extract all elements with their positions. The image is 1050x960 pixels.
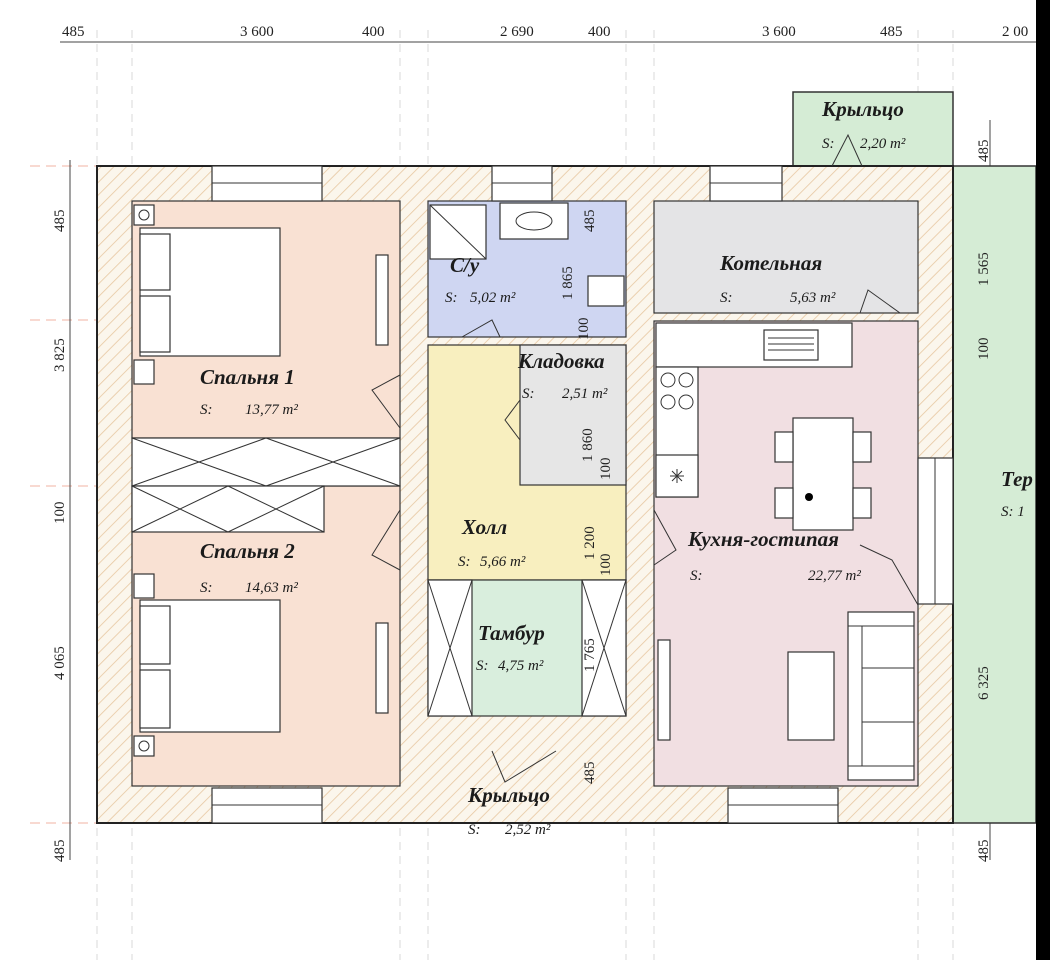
storage-area [519,344,627,486]
room-area-label-hall: S: [458,554,471,570]
terrace [952,165,1037,824]
room-area-label-boiler-room: S: [720,290,733,306]
dim-right-1: 485 [976,140,992,163]
dim-top-3: 400 [362,24,385,40]
room-area-label-storage: S: [522,386,535,402]
dimensions-top: 485 3 600 400 2 690 400 3 600 485 2 00 [62,24,1028,40]
dim-inner-1: 1 865 [560,266,576,300]
room-area-porch-top: 2,20 m² [860,136,906,152]
bed-2 [133,573,389,757]
room-area-tambur: 4,75 m² [498,658,544,674]
dim-top-8: 2 00 [1002,24,1028,40]
kitchen-furniture [655,322,915,781]
room-area-label-bedroom-1: S: [200,402,213,418]
room-area-bedroom-2: 14,63 m² [245,580,298,596]
dim-inner-8: 1 765 [582,638,598,672]
room-area-bathroom: 5,02 m² [470,290,516,306]
room-name-kitchen-living: Кухня-гостипая [687,527,839,551]
room-area-label-kitchen-living: S: [690,568,703,584]
room-area-bedroom-1: 13,77 m² [245,402,298,418]
right-edge-bar [1036,0,1050,960]
room-area-porch-bottom: 2,52 m² [505,822,551,838]
room-area-label-porch-bottom: S: [468,822,481,838]
dim-top-1: 485 [62,24,85,40]
room-area-label-tambur: S: [476,658,489,674]
room-area-label-bedroom-2: S: [200,580,213,596]
dimensions-left: 485 3 825 100 4 065 485 [52,210,68,863]
porch-top [792,91,954,167]
dim-top-7: 485 [880,24,903,40]
room-name-bedroom-1: Спальня 1 [200,365,295,389]
room-name-boiler-room: Котельная [719,251,822,275]
bathroom-fixtures [429,202,625,307]
room-area-kitchen-living: 22,77 m² [808,568,861,584]
dim-inner-6: 1 200 [582,526,598,560]
dim-inner-3: 485 [582,210,598,233]
dim-right-2: 1 565 [976,252,992,286]
dim-right-4: 6 325 [976,666,992,700]
dim-inner-4: 1 860 [580,428,596,462]
dim-top-4: 2 690 [500,24,534,40]
dim-left-2: 3 825 [52,338,68,372]
dim-top-5: 400 [588,24,611,40]
dim-left-3: 100 [52,502,68,525]
room-area-storage: 2,51 m² [562,386,608,402]
room-name-porch-bottom: Крыльцо [467,783,550,807]
room-area-label-terrace: S: 1 [1001,504,1025,520]
dim-left-4: 4 065 [52,646,68,680]
dim-top-2: 3 600 [240,24,274,40]
room-name-storage: Кладовка [517,349,604,373]
dim-left-1: 485 [52,210,68,233]
dimensions-right: 485 1 565 100 6 325 485 [976,140,992,863]
doors [371,133,919,783]
room-labels: Спальня 1 S: 13,77 m² Спальня 2 S: 14,63… [200,97,1033,838]
dim-inner-5: 100 [598,458,614,481]
wardrobes [131,437,627,717]
dim-inner-9: 485 [582,762,598,785]
dim-right-3: 100 [976,338,992,361]
bed-1 [133,204,389,385]
dim-inner-2: 100 [576,318,592,341]
room-name-hall: Холл [461,515,507,539]
room-area-boiler-room: 5,63 m² [790,290,836,306]
room-name-bathroom: С/у [450,253,480,277]
dimensions-inner: 1 865 100 485 1 860 100 1 200 100 1 765 … [560,210,614,785]
dim-top-6: 3 600 [762,24,796,40]
room-name-tambur: Тамбур [478,621,545,645]
windows [211,165,954,824]
room-area-label-bathroom: S: [445,290,458,306]
dim-right-5: 485 [976,840,992,863]
room-name-terrace: Тер [1001,467,1033,491]
dim-inner-7: 100 [598,554,614,577]
room-name-bedroom-2: Спальня 2 [200,539,295,563]
room-area-hall: 5,66 m² [480,554,526,570]
room-name-porch-top: Крыльцо [821,97,904,121]
room-area-label-porch-top: S: [822,136,835,152]
dim-left-5: 485 [52,840,68,863]
